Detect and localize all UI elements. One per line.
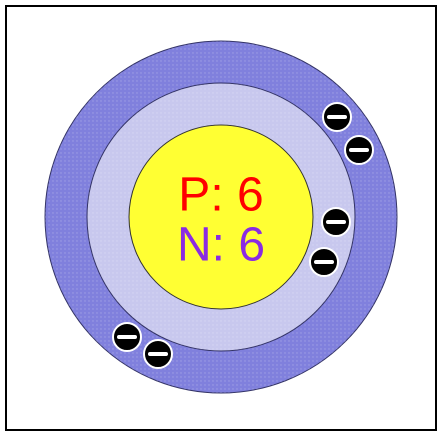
proton-count-label: P: 6 — [178, 169, 263, 222]
electron — [344, 135, 374, 165]
electron — [322, 102, 352, 132]
electron — [309, 247, 339, 277]
electron — [321, 207, 351, 237]
electron — [143, 339, 173, 369]
electron — [112, 322, 142, 352]
nucleus — [128, 124, 314, 310]
neutron-count-label: N: 6 — [177, 219, 265, 272]
